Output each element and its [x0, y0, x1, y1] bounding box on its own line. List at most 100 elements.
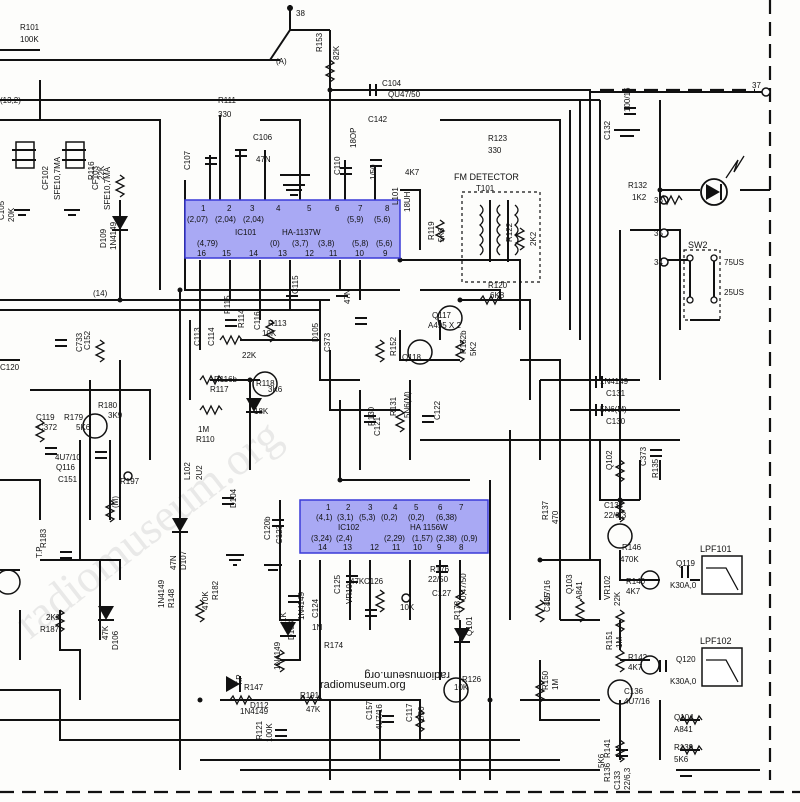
component-label: Q102 [605, 450, 614, 470]
ic101-volt-12: (3,7) [292, 239, 309, 248]
ic101-volts-top: (2,07) (2,04) (2,04) (5,9) (5,6) [187, 215, 391, 224]
component-label: R140 [626, 577, 646, 586]
component-label: R183 [39, 528, 48, 548]
component-label: R135 [651, 458, 660, 478]
sw2-label: SW2 [688, 240, 708, 250]
component-label: R187 [40, 625, 60, 634]
ic101-pin-5: 5 [307, 204, 312, 213]
component-label: QU47/50 [388, 90, 421, 99]
component-label: Q119 [676, 559, 696, 568]
component-label: R110 [196, 435, 215, 444]
ic101-pin-1: 1 [201, 204, 206, 213]
ic102-volts-top: (4,1) (3,1) (5,3) (0,2) (0,2) (6,38) [316, 513, 457, 522]
component-label: Q103 [565, 574, 574, 594]
component-label: R191 [300, 691, 320, 700]
component-label: 1N [312, 623, 322, 632]
component-label: C121 [373, 416, 382, 436]
component-label: C104 [382, 79, 402, 88]
component-label: D105 [311, 322, 320, 342]
ic101-volt-2: (2,04) [215, 215, 236, 224]
component-label: R146 [622, 543, 642, 552]
component-label: 1/50 [369, 164, 378, 180]
component-label: 6K8 [490, 291, 505, 300]
component-label: 1M [198, 425, 209, 434]
component-label: D106 [111, 630, 120, 650]
component-label: C152 [83, 330, 92, 350]
component-label: 47K [306, 705, 321, 714]
component-label: R178 [453, 600, 462, 620]
ic102-pin-9: 9 [437, 543, 442, 552]
ic101-volt-15: (4,79) [197, 239, 218, 248]
node-labels: 38 37 36 35 34 (14) (A) [93, 9, 761, 298]
component-label: 5K6 [674, 755, 689, 764]
ic102-volts-bottom: (3,24) (2,4) (2,29) (1,57) (2,38) (0,9) [311, 534, 478, 543]
component-label: R117 [210, 385, 229, 394]
ic101-volt-1: (2,07) [187, 215, 208, 224]
component-label: C134 [604, 501, 624, 510]
ic102-volt-2: (3,1) [337, 513, 354, 522]
component-label: 1K [279, 612, 288, 622]
component-label: K30A,0 [670, 677, 697, 686]
lpf101-curve [706, 567, 739, 591]
ic101-volt-9: (5,6) [376, 239, 393, 248]
component-label: C107 [183, 150, 192, 170]
component-label: 5K6 [437, 227, 446, 242]
ic102-pin-6: 6 [438, 503, 443, 512]
ic101-part: HA-1137W [282, 228, 321, 237]
component-label: 1N4149 [109, 221, 118, 250]
component-label: 470K [201, 591, 210, 610]
component-label: L101 [391, 187, 400, 205]
component-label: 18K [254, 407, 269, 416]
component-label: R148 [167, 588, 176, 608]
component-label: 5N6(M) [403, 391, 412, 418]
component-label: 100/16 [623, 87, 632, 112]
ic102-pin-13: 13 [343, 543, 352, 552]
ic102-pin-10: 10 [413, 543, 422, 552]
ic101-pin-12: 12 [305, 249, 314, 258]
component-label: R153 [315, 32, 324, 52]
component-label: 4U7/16 [375, 704, 384, 730]
ic101-volts-bottom: (4,79) (0) (3,7) (3,8) (5,8) (5,6) [197, 239, 393, 248]
component-label: D104 [229, 488, 238, 508]
component-label: K30A,0 [670, 581, 697, 590]
component-label: 47N [256, 155, 271, 164]
component-label: 1N4149 [157, 579, 166, 608]
component-label: C132 [603, 120, 612, 140]
component-label: 1K2 [632, 193, 647, 202]
ic102-part: HA 1156W [410, 523, 448, 532]
ic101-volt-8: (5,6) [374, 215, 391, 224]
lpf102-block [701, 647, 743, 687]
node-38: 38 [296, 9, 305, 18]
node-a: (A) [276, 57, 287, 66]
ic102-pin-7: 7 [459, 503, 464, 512]
ic102-pin-3: 3 [368, 503, 373, 512]
component-label: C133 [613, 770, 622, 790]
ic102-volt-14: (3,24) [311, 534, 332, 543]
ic102-pin-8: 8 [459, 543, 464, 552]
ic101-pin-labels-bottom: 16 15 14 13 12 11 10 9 [197, 249, 388, 258]
component-label: 22/50 [428, 575, 449, 584]
component-label: C110 [333, 156, 342, 175]
ic102-pin-5: 5 [414, 503, 419, 512]
fm-detector-label: FM DETECTOR [454, 172, 519, 182]
ic101-pin-15: 15 [222, 249, 231, 258]
component-label: C126 [364, 577, 384, 586]
ic102-volt-9: (2,38) [436, 534, 457, 543]
component-label: A841 [575, 581, 584, 600]
component-label: D107 [179, 550, 188, 570]
ic102-volt-5: (0,2) [408, 513, 425, 522]
component-label: 1N4149 [600, 377, 629, 386]
component-label: T.P [35, 546, 44, 558]
component-label: 2K2 [46, 613, 61, 622]
component-label: 1M [615, 637, 624, 648]
component-label: A495 X 2 [428, 321, 461, 330]
component-label: 5K2 [469, 341, 478, 356]
component-label: Q117 [432, 311, 452, 320]
component-label: R116b [214, 375, 238, 384]
component-label: VR101 [345, 579, 354, 604]
ic102-block [299, 499, 489, 554]
component-label: 4U7/10 [55, 453, 81, 462]
capacitor-symbols [12, 84, 689, 757]
component-label: T.P [235, 674, 244, 686]
ic102-volt-13: (2,4) [336, 534, 353, 543]
